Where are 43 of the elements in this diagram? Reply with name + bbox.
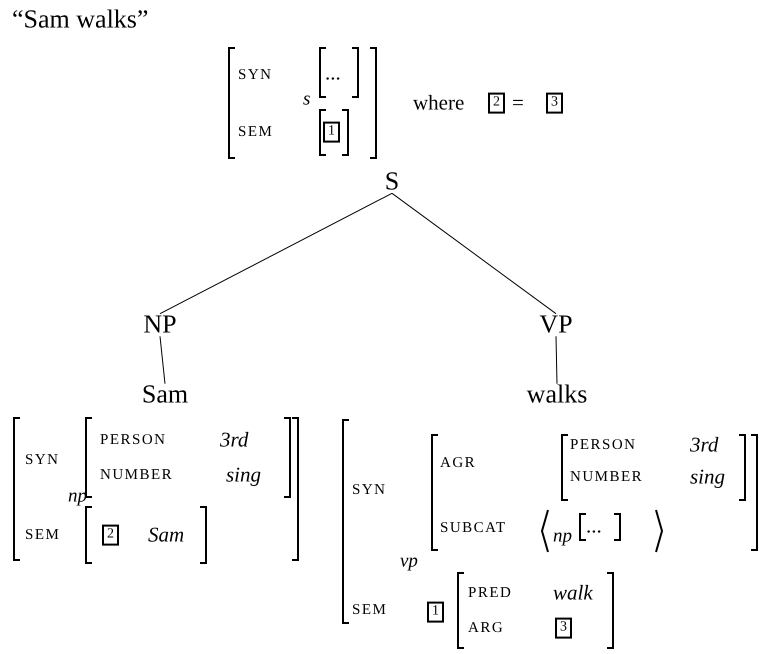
tree-branch-line <box>160 336 166 384</box>
feature-name: SEM <box>25 526 60 544</box>
title: “Sam walks” <box>12 6 148 34</box>
tree-node-label: Sam <box>142 380 188 410</box>
feature-name: PERSON <box>570 436 637 454</box>
tree-branch-line <box>392 192 556 314</box>
text-label: ... <box>325 61 341 85</box>
tag-number: 1 <box>323 122 340 142</box>
tag-number: 3 <box>546 92 563 114</box>
tree-node-label: VP <box>539 310 573 340</box>
tree-branch-line <box>556 336 558 384</box>
feature-name: PERSON <box>100 432 167 448</box>
feature-name: SUBCAT <box>440 520 507 536</box>
feature-name: PRED <box>468 584 512 602</box>
feature-value: sing <box>690 465 726 489</box>
tree-node-label: walks <box>526 380 588 410</box>
feature-value: Sam <box>148 523 184 547</box>
tag-number: 2 <box>488 92 505 114</box>
type-subscript: np <box>553 526 572 548</box>
feature-name: SYN <box>352 482 387 498</box>
feature-name: NUMBER <box>570 468 644 486</box>
text-label: ... <box>586 514 602 538</box>
feature-name: AGR <box>440 454 476 472</box>
tree-branch-line <box>160 192 392 314</box>
tree-node-label: S <box>384 168 400 196</box>
feature-name: SYN <box>238 66 273 84</box>
tag-number: 3 <box>555 618 572 638</box>
tag-number: 1 <box>427 602 444 622</box>
tree-node-label: NP <box>143 310 177 340</box>
feature-value: 3rd <box>690 433 718 457</box>
type-subscript: vp <box>400 552 418 572</box>
text-label: = <box>512 91 524 115</box>
feature-name: NUMBER <box>100 466 174 484</box>
feature-name: ARG <box>468 620 504 636</box>
tag-number: 2 <box>102 524 119 546</box>
type-subscript: s <box>303 90 310 110</box>
feature-name: SEM <box>238 124 274 140</box>
text-label: where <box>413 91 464 115</box>
feature-name: SEM <box>352 602 388 618</box>
feature-value: sing <box>226 463 262 487</box>
feature-name: SYN <box>25 452 60 468</box>
feature-value: walk <box>553 581 593 605</box>
feature-value: 3rd <box>220 428 248 452</box>
